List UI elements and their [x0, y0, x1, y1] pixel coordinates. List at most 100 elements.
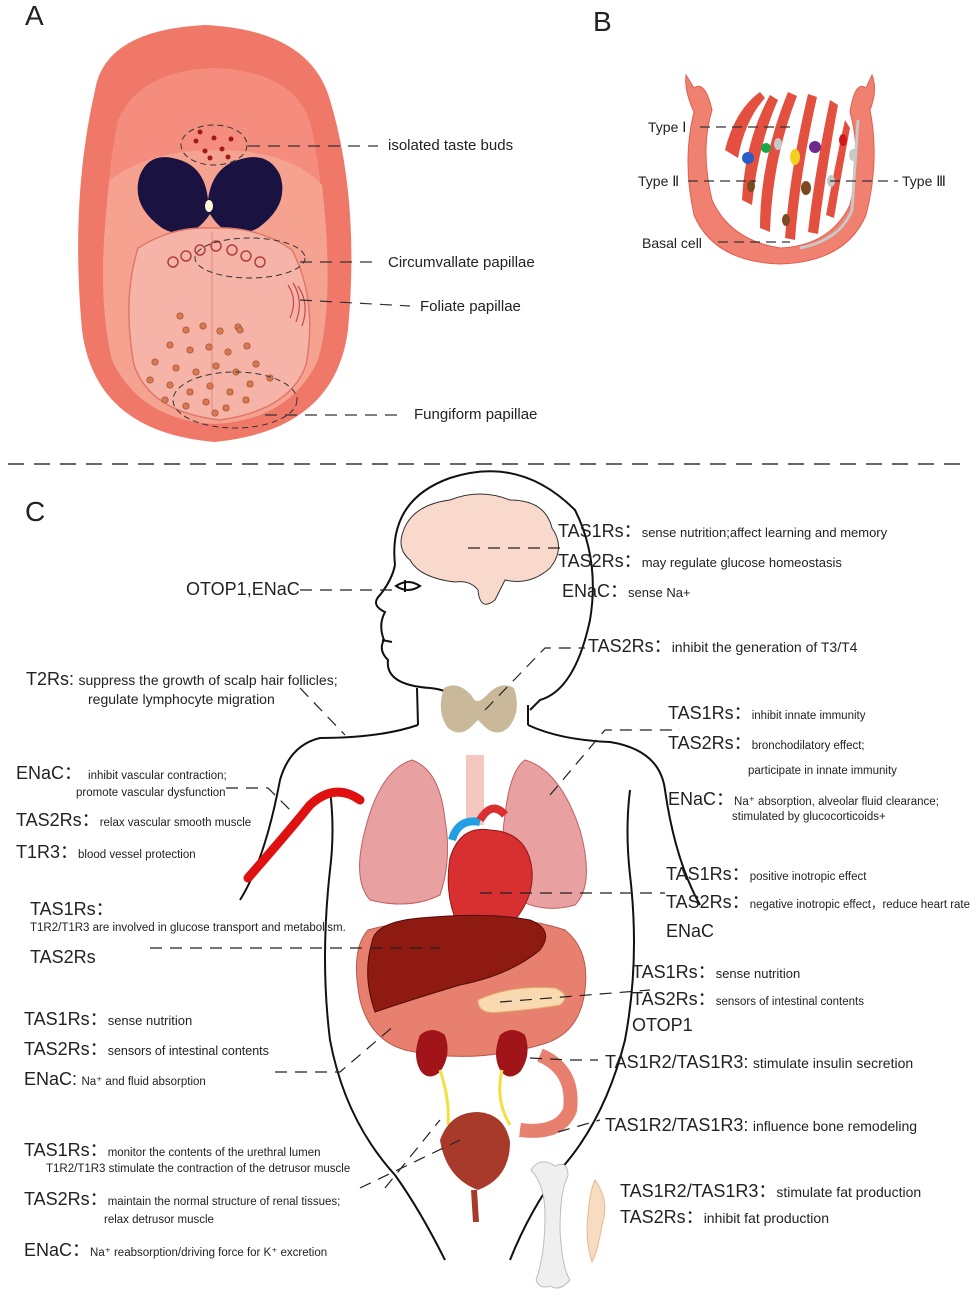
- scalp-line1: suppress the growth of scalp hair follic…: [78, 672, 338, 688]
- fungiform-papilla: [236, 326, 244, 334]
- intestine-right-tas2rs: TAS2Rs：sensors of intestinal contents: [632, 990, 864, 1009]
- head-enac-name: ENaC：: [562, 581, 629, 601]
- pancreas-name: TAS1R2/TAS1R3:: [605, 1052, 749, 1072]
- heart-tas2rs-desc: negative inotropic effect，reduce heart r…: [749, 899, 971, 911]
- scalp-line2: regulate lymphocyte migration: [88, 691, 275, 707]
- kidney-tas2rs-name: TAS2Rs：: [24, 1189, 108, 1209]
- fungiform-papilla: [182, 402, 190, 410]
- fungiform-papilla: [206, 382, 214, 390]
- head-enac-desc: sense Na+: [628, 585, 691, 600]
- bone-tas1r: TAS1R2/TAS1R3: influence bone remodeling: [605, 1116, 917, 1135]
- liver-tas1rs-name: TAS1Rs：: [30, 899, 114, 919]
- heart-enac: ENaC: [666, 921, 715, 941]
- head-tas2rs-desc: may regulate glucose homeostasis: [641, 555, 842, 570]
- vessel-tas2rs-name: TAS2Rs：: [16, 810, 100, 830]
- fungiform-papilla: [246, 380, 254, 388]
- heart-tas2rs: TAS2Rs：negative inotropic effect，reduce …: [666, 893, 970, 912]
- vessel-enac-name: ENaC：: [16, 763, 83, 783]
- fungiform-papilla: [166, 381, 174, 389]
- scalp-t2rs: T2Rs: suppress the growth of scalp hair …: [26, 670, 338, 689]
- taste-cell: [808, 100, 838, 234]
- vessel-t1r3-name: T1R3：: [16, 842, 79, 862]
- panel-label-b: B: [593, 6, 612, 37]
- lung-tas2rs: TAS2Rs：bronchodilatory effect;: [668, 734, 865, 753]
- pancreas-tas1r: TAS1R2/TAS1R3: stimulate insulin secreti…: [605, 1053, 913, 1072]
- panel-a-leaders: [248, 145, 411, 416]
- kidney-enac: ENaC：Na⁺ reabsorption/driving force for …: [24, 1241, 327, 1260]
- pancreas-desc: stimulate insulin secretion: [752, 1055, 914, 1071]
- bladder-organ: [440, 1112, 510, 1190]
- intestine-left-tas2rs: TAS2Rs：sensors of intestinal contents: [24, 1040, 269, 1059]
- kidney-left: [416, 1030, 448, 1077]
- lung-tas2rs-desc2: participate in innate immunity: [748, 765, 897, 777]
- thyroid-organ: [440, 685, 517, 733]
- fungiform-papilla: [182, 326, 190, 334]
- thyroid-desc: inhibit the generation of T3/T4: [671, 639, 858, 655]
- vessel-tas2rs-desc: relax vascular smooth muscle: [99, 817, 252, 829]
- label-type-3: Type Ⅲ: [902, 173, 946, 189]
- kidney-tas2rs-desc2: relax detrusor muscle: [104, 1214, 214, 1226]
- label-isolated-taste-buds: isolated taste buds: [388, 137, 514, 154]
- fungiform-papilla: [161, 396, 169, 404]
- fungiform-papilla: [172, 364, 180, 372]
- intestine-left-tas2rs-desc: sensors of intestinal contents: [107, 1044, 269, 1058]
- intestine-right-otop1: OTOP1: [632, 1015, 693, 1035]
- fungiform-papilla: [166, 341, 174, 349]
- fungiform-papilla: [252, 360, 260, 368]
- intestine-left-enac: ENaC: Na⁺ and fluid absorption: [24, 1070, 206, 1089]
- label-circumvallate-papillae: Circumvallate papillae: [388, 254, 535, 271]
- fungiform-papilla: [205, 343, 213, 351]
- heart-tas1rs-desc: positive inotropic effect: [749, 871, 867, 883]
- lung-tas2rs-desc1: bronchodilatory effect;: [751, 740, 865, 752]
- head-tas1rs-desc: sense nutrition;affect learning and memo…: [641, 525, 888, 540]
- head-tas2rs-name: TAS2Rs：: [558, 551, 642, 571]
- blood-vessel: [243, 787, 365, 883]
- bone-desc: influence bone remodeling: [752, 1118, 918, 1134]
- kidney-tas2rs: TAS2Rs：maintain the normal structure of …: [24, 1190, 340, 1209]
- taste-cell: [725, 92, 765, 158]
- fat-tissue: [586, 1179, 606, 1264]
- taste-cell: [742, 95, 778, 205]
- lung-enac-desc2: stimulated by glucocorticoids+: [732, 811, 886, 823]
- heart-tas1rs: TAS1Rs：positive inotropic effect: [666, 865, 866, 884]
- tongue-illustration: [78, 25, 352, 442]
- vessel-enac-desc1: inhibit vascular contraction;: [88, 770, 227, 782]
- head-tas1rs: TAS1Rs：sense nutrition;affect learning a…: [558, 522, 887, 541]
- head-tas2rs: TAS2Rs：may regulate glucose homeostasis: [558, 552, 842, 571]
- intestine-left-tas1rs-desc: sense nutrition: [107, 1013, 193, 1028]
- kidney-tas1rs: TAS1Rs：monitor the contents of the ureth…: [24, 1141, 321, 1160]
- fat-tas2rs-name: TAS2Rs：: [620, 1207, 704, 1227]
- kidney-tas1rs-desc2: T1R2/T1R3 stimulate the contraction of t…: [46, 1163, 351, 1175]
- heart-tas1rs-name: TAS1Rs：: [666, 864, 750, 884]
- bone-element: [530, 1161, 571, 1289]
- scalp-name: T2Rs:: [26, 669, 75, 689]
- kidney-enac-name: ENaC：: [24, 1240, 91, 1260]
- heart-tas2rs-name: TAS2Rs：: [666, 892, 750, 912]
- intestine-right-tas1rs: TAS1Rs：sense nutrition: [632, 963, 800, 982]
- lung-enac-name: ENaC：: [668, 789, 735, 809]
- liver-tas1rs-desc: T1R2/T1R3 are involved in glucose transp…: [30, 922, 346, 934]
- fungiform-papilla: [202, 398, 210, 406]
- lung-tas1rs-desc: inhibit innate immunity: [751, 710, 866, 722]
- intestine-right-tas2rs-name: TAS2Rs：: [632, 989, 716, 1009]
- bone-name: TAS1R2/TAS1R3:: [605, 1115, 749, 1135]
- vessel-t1r3-desc: blood vessel protection: [78, 849, 196, 861]
- fungiform-papilla: [216, 327, 224, 335]
- fungiform-papilla: [243, 342, 251, 350]
- kidney-tas1rs-name: TAS1Rs：: [24, 1140, 108, 1160]
- trachea: [466, 755, 484, 825]
- panel-label-a: A: [25, 0, 44, 31]
- taste-cell: [785, 94, 817, 240]
- thyroid-name: TAS2Rs：: [588, 636, 672, 656]
- intestine-left-enac-desc: Na⁺ and fluid absorption: [81, 1076, 206, 1088]
- fungiform-papilla: [242, 396, 250, 404]
- kidney-enac-desc: Na⁺ reabsorption/driving force for K⁺ ex…: [90, 1247, 328, 1259]
- fat-tas2rs: TAS2Rs：inhibit fat production: [620, 1208, 829, 1227]
- intestine-left-tas2rs-name: TAS2Rs：: [24, 1039, 108, 1059]
- vessel-t1r3: T1R3：blood vessel protection: [16, 843, 196, 862]
- panel-label-c: C: [25, 496, 46, 527]
- fat-tas1r: TAS1R2/TAS1R3：stimulate fat production: [620, 1182, 921, 1201]
- kidney-tas2rs-desc1: maintain the normal structure of renal t…: [107, 1196, 341, 1208]
- brain-organ: [400, 493, 559, 605]
